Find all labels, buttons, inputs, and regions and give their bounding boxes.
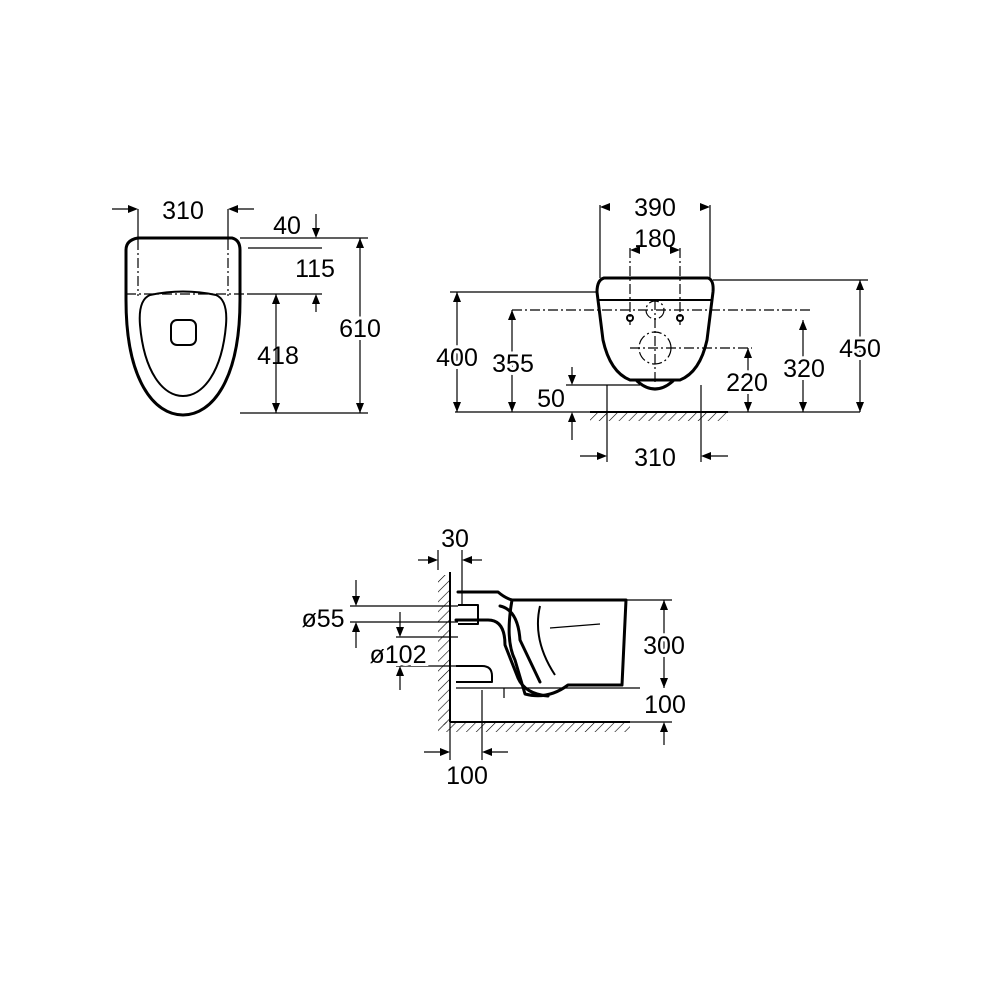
dim-front-width: 390 — [634, 194, 676, 222]
dim-hole-spacing: 180 — [634, 225, 676, 253]
bowl-outline-top — [124, 236, 242, 417]
dim-front-height: 450 — [839, 335, 881, 363]
dim-top-length: 610 — [339, 315, 381, 343]
dim-hole-height-left: 355 — [492, 350, 534, 378]
top-view: 310 40 115 418 610 — [112, 197, 384, 417]
dim-hole-to-front: 418 — [257, 342, 299, 370]
drain-hole-top — [170, 319, 197, 346]
bowl-outline-front — [595, 276, 715, 382]
dim-top-height: 400 — [436, 344, 478, 372]
dim-hole-height-right: 320 — [783, 355, 825, 383]
dim-bottom-clearance: 50 — [537, 385, 565, 413]
dim-wall-thickness: 30 — [441, 525, 469, 553]
wall-hatch — [438, 575, 450, 725]
dim-wall-offset: 100 — [446, 762, 488, 790]
side-view: 30 ø55 ø102 300 100 100 — [301, 525, 687, 790]
dim-outlet-height: 220 — [726, 369, 768, 397]
dim-outlet-diameter: ø102 — [370, 641, 427, 669]
front-view: 390 180 450 400 355 320 220 — [433, 194, 884, 472]
dim-floor-gap: 100 — [644, 691, 686, 719]
dim-inlet-diameter: ø55 — [301, 605, 344, 633]
dim-base-width: 310 — [634, 444, 676, 472]
floor-hatch — [438, 722, 630, 732]
bowl-opening-top — [138, 290, 228, 397]
dim-top-offset: 40 — [273, 212, 301, 240]
dim-bowl-height: 300 — [643, 632, 685, 660]
dim-top-width: 310 — [162, 197, 204, 225]
bowl-outline-side — [507, 598, 628, 698]
dim-hole-offset: 115 — [295, 255, 335, 283]
